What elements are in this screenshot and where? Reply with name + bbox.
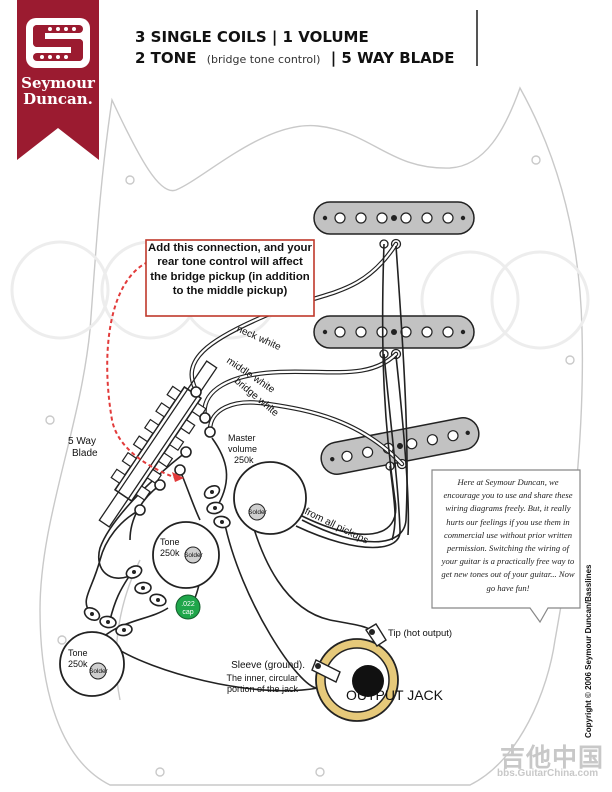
note-box (431, 469, 581, 624)
output-jack (311, 623, 399, 722)
cap-label-line2: cap (182, 609, 193, 616)
brand-name-line2: Duncan. (23, 90, 93, 108)
tone2-solder-label: Solder (89, 668, 109, 675)
added-connection-dashed (106, 261, 177, 479)
header-line2-switch: | 5 WAY BLADE (331, 49, 455, 68)
header-line2-tone: 2 TONE (135, 49, 196, 67)
added-connection-arrow (172, 472, 184, 482)
header-line2-sub: (bridge tone control) (207, 53, 321, 66)
master-label-line1: Master (228, 433, 256, 443)
tone1-label-line2: 250k (160, 548, 180, 558)
watermark-chinese: 吉他中国 (500, 743, 605, 772)
jack-sleeve-label-line1: Sleeve (ground). (231, 660, 305, 671)
jack-sleeve-label-line2: The inner, circular (226, 673, 298, 683)
master-label-line3: 250k (234, 455, 254, 465)
header-line2: 2 TONE (bridge tone control) | 5 WAY BLA… (135, 49, 455, 68)
neck-pickup (313, 201, 475, 235)
master-label-line2: volume (228, 444, 257, 454)
copyright-text: Copyright © 2006 Seymour Duncan/Bassline… (584, 564, 593, 738)
watermark-url: bbs.GuitarChina.com (497, 768, 599, 779)
master-solder-label: Solder (248, 509, 268, 516)
pickguard-outline (39, 86, 584, 786)
middle-pickup (313, 315, 475, 349)
white-wires (189, 241, 405, 467)
brand-name-line1: Seymour (21, 74, 96, 92)
master-volume-pot (203, 461, 307, 535)
jack-sleeve-label-line3: portion of the jack (227, 684, 299, 694)
tone-pot-2 (59, 606, 133, 697)
capacitor: .022 cap (175, 594, 201, 620)
jack-title: OUTPUT JACK (346, 687, 444, 703)
switch-label-line2: Blade (72, 448, 98, 459)
callout-box (145, 239, 315, 317)
header-line1: 3 SINGLE COILS | 1 VOLUME (135, 28, 369, 47)
switch-label-line1: 5 Way (68, 436, 96, 447)
jack-tip-label: Tip (hot output) (388, 628, 452, 639)
cap-label-line1: .022 (181, 601, 195, 608)
tone1-solder-label: Solder (184, 552, 204, 559)
brand-ribbon: Seymour Duncan. (17, 0, 99, 160)
five-way-switch (98, 360, 218, 528)
tone2-label-line1: Tone (68, 648, 88, 658)
tone1-label-line1: Tone (160, 537, 180, 547)
tone-pot-1 (125, 521, 220, 607)
usage-note-text: Here at Seymour Duncan, we encourage you… (441, 477, 575, 593)
callout-text: Add this connection, and your rear tone … (148, 242, 312, 298)
tone2-label-line2: 250k (68, 659, 88, 669)
